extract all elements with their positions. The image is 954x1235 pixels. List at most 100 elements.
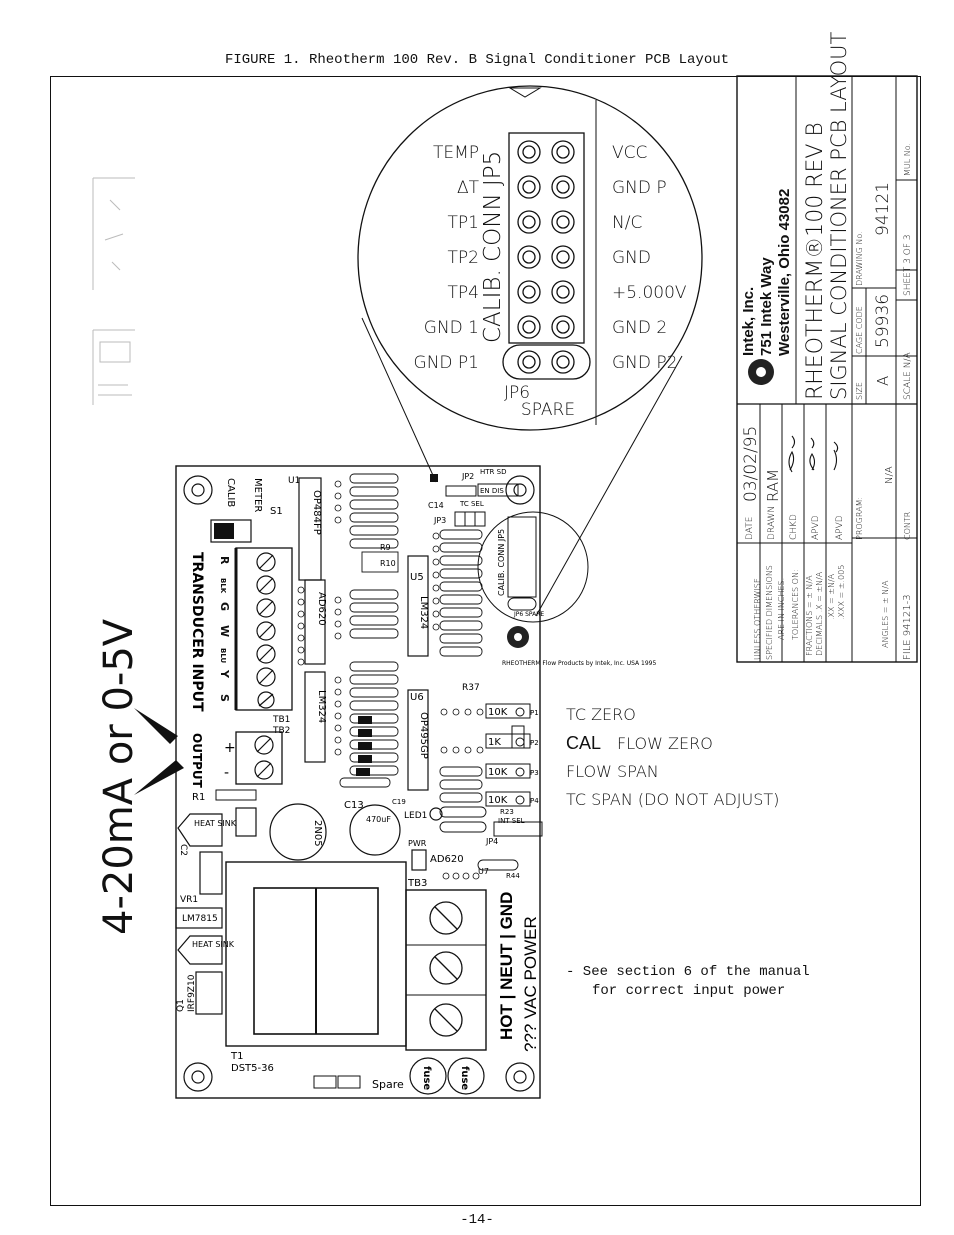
- htr-sd-label: HTR SD: [480, 468, 506, 476]
- output-arrow-2: [134, 760, 184, 795]
- zoom-conn-label: CALIB. CONN JP5: [480, 151, 506, 343]
- lm7815-label: LM7815: [182, 914, 218, 924]
- tb-cage-label: CAGE CODE: [855, 306, 864, 354]
- pin-s: S: [218, 694, 231, 702]
- zoom-label-gndp2: GND P2: [612, 353, 677, 373]
- dst-label: DST5-36: [231, 1063, 274, 1074]
- tb-address2: Westerville, Ohio 43082: [776, 189, 793, 356]
- r9-label: R9: [380, 543, 391, 552]
- output-label: 4-20mA or 0-5V: [96, 618, 142, 935]
- ic-ad620-2: AD620: [430, 854, 464, 865]
- ic-u5: U5: [410, 572, 424, 583]
- zoom-label-tp2: TP2: [448, 248, 479, 268]
- c19-label: C19: [392, 798, 406, 806]
- zoom-label-dt: ΔT: [457, 178, 480, 198]
- adj-tc-zero: TC ZERO: [566, 705, 636, 724]
- c2-label: C2: [178, 844, 188, 856]
- tb-date-label: DATE: [745, 517, 755, 540]
- calib-label: CALIB: [225, 478, 236, 507]
- int-sel-label: INT SEL: [498, 817, 525, 825]
- drawing-frame: [50, 76, 921, 1206]
- output-terminal-label: OUTPUT: [190, 733, 204, 789]
- zoom-label-5v: +5.000V: [612, 283, 687, 303]
- zoom-label-tp4: TP4: [448, 283, 479, 303]
- u7-label: U7: [478, 867, 489, 876]
- pin-blk: BLK: [219, 578, 227, 594]
- faded-marks: [92, 177, 135, 405]
- power-terminals-label: HOT | NEUT | GND: [497, 892, 516, 1040]
- meter-label: METER: [252, 478, 263, 512]
- q2-label: 2N05: [312, 820, 323, 847]
- tb-note-5: DECIMALS .X = ±N/A: [815, 571, 824, 656]
- ic-ad620-1: AD620: [316, 592, 327, 626]
- c14-label: C14: [428, 501, 444, 510]
- zoom-label-gnd2: GND 2: [612, 318, 667, 338]
- tb-size-label: SIZE: [855, 382, 864, 400]
- jp2-label: JP2: [461, 472, 474, 481]
- figure-title: FIGURE 1. Rheotherm 100 Rev. B Signal Co…: [224, 52, 730, 68]
- pwr-label: PWR: [408, 839, 427, 848]
- vr1-label: VR1: [180, 895, 198, 905]
- ic-lm324-2: LM324: [418, 596, 429, 629]
- jp3-label: JP3: [433, 516, 446, 525]
- pot-p4-value: 10K: [488, 795, 508, 806]
- signature-initials: [788, 435, 839, 473]
- zoom-label-gndp: GND P: [612, 178, 667, 198]
- pot-p1-ref: P1: [530, 709, 539, 717]
- zoom-label-nc: N/C: [612, 213, 642, 233]
- tb-note-4: FRACTIONS = ± N/A: [805, 575, 814, 656]
- tb-note-3: TOLERANCES ON:: [791, 569, 800, 640]
- tb-contr-label: CONTR: [903, 511, 912, 540]
- jp4-label: JP4: [485, 837, 498, 846]
- t1-label: T1: [230, 1051, 243, 1062]
- zoom-label-gnd1: GND 1: [424, 318, 479, 338]
- tb-program: N/A: [884, 466, 895, 484]
- tb-program-label: PROGRAM:: [855, 497, 864, 540]
- adj-flow-zero: FLOW ZERO: [617, 734, 713, 753]
- pin-y: Y: [218, 669, 231, 679]
- tb-note-2: ARE IN INCHES.: [777, 578, 786, 640]
- ic-op495gp: OP495GP: [418, 712, 429, 759]
- pin-r: R: [218, 556, 231, 565]
- title-block: Intek, Inc. 751 Intek Way Westerville, O…: [736, 31, 918, 663]
- tb-apvd-label: APVD: [811, 515, 821, 540]
- power-note-line1: - See section 6 of the manual: [566, 964, 810, 980]
- tb-title2: SIGNAL CONDITIONER PCB LAYOUT: [827, 31, 851, 400]
- tb2-label: TB2: [272, 726, 290, 736]
- ic-u6: U6: [410, 692, 424, 703]
- tb3-label: TB3: [407, 878, 427, 889]
- q1-label: Q1: [176, 999, 186, 1012]
- spare-fuse-label: Spare: [372, 1078, 404, 1091]
- heat-sink-1: HEAT SINK: [194, 819, 237, 828]
- jp2-en-dis: EN DIS: [480, 487, 504, 495]
- fuse-1-label: fuse: [421, 1066, 432, 1090]
- svg-text:-: -: [224, 765, 229, 781]
- zoom-label-vcc: VCC: [612, 143, 647, 163]
- s1-label: S1: [270, 506, 283, 517]
- ic-op484fp: OP484FP: [311, 490, 322, 535]
- adj-flow-span: FLOW SPAN: [566, 762, 659, 781]
- tb-dwg: 94121: [873, 182, 893, 236]
- power-note-line2: for correct input power: [592, 983, 785, 999]
- c13-value: 470uF: [366, 815, 391, 824]
- tb-drawn-label: DRAWN: [767, 506, 777, 540]
- pin-blu: BLU: [219, 648, 227, 664]
- tb-company: Intek, Inc.: [740, 287, 757, 356]
- resistor-array: [339, 473, 519, 871]
- r23-label: R23: [500, 808, 514, 816]
- tb-size: A: [874, 376, 892, 386]
- zoom-label-gnd: GND: [612, 248, 651, 268]
- zoom-detail: TEMP ΔT TP1 TP2 TP4 GND 1 GND P1 VCC GND…: [357, 85, 703, 623]
- ic-lm324-1: LM324: [316, 690, 327, 723]
- pin-w: W: [218, 625, 231, 637]
- pot-p4-ref: P4: [530, 797, 539, 805]
- tc-sel-label: TC SEL: [459, 500, 484, 508]
- c13-label: C13: [344, 800, 364, 811]
- pin-g: G: [218, 602, 231, 611]
- tb-scale: SCALE N/A: [903, 352, 913, 400]
- tb-note-0: UNLESS OTHERWISE: [753, 578, 762, 660]
- tb-address1: 751 Intek Way: [758, 257, 775, 356]
- zoom-label-tp1: TP1: [448, 213, 479, 233]
- output-arrow-1: [134, 708, 178, 744]
